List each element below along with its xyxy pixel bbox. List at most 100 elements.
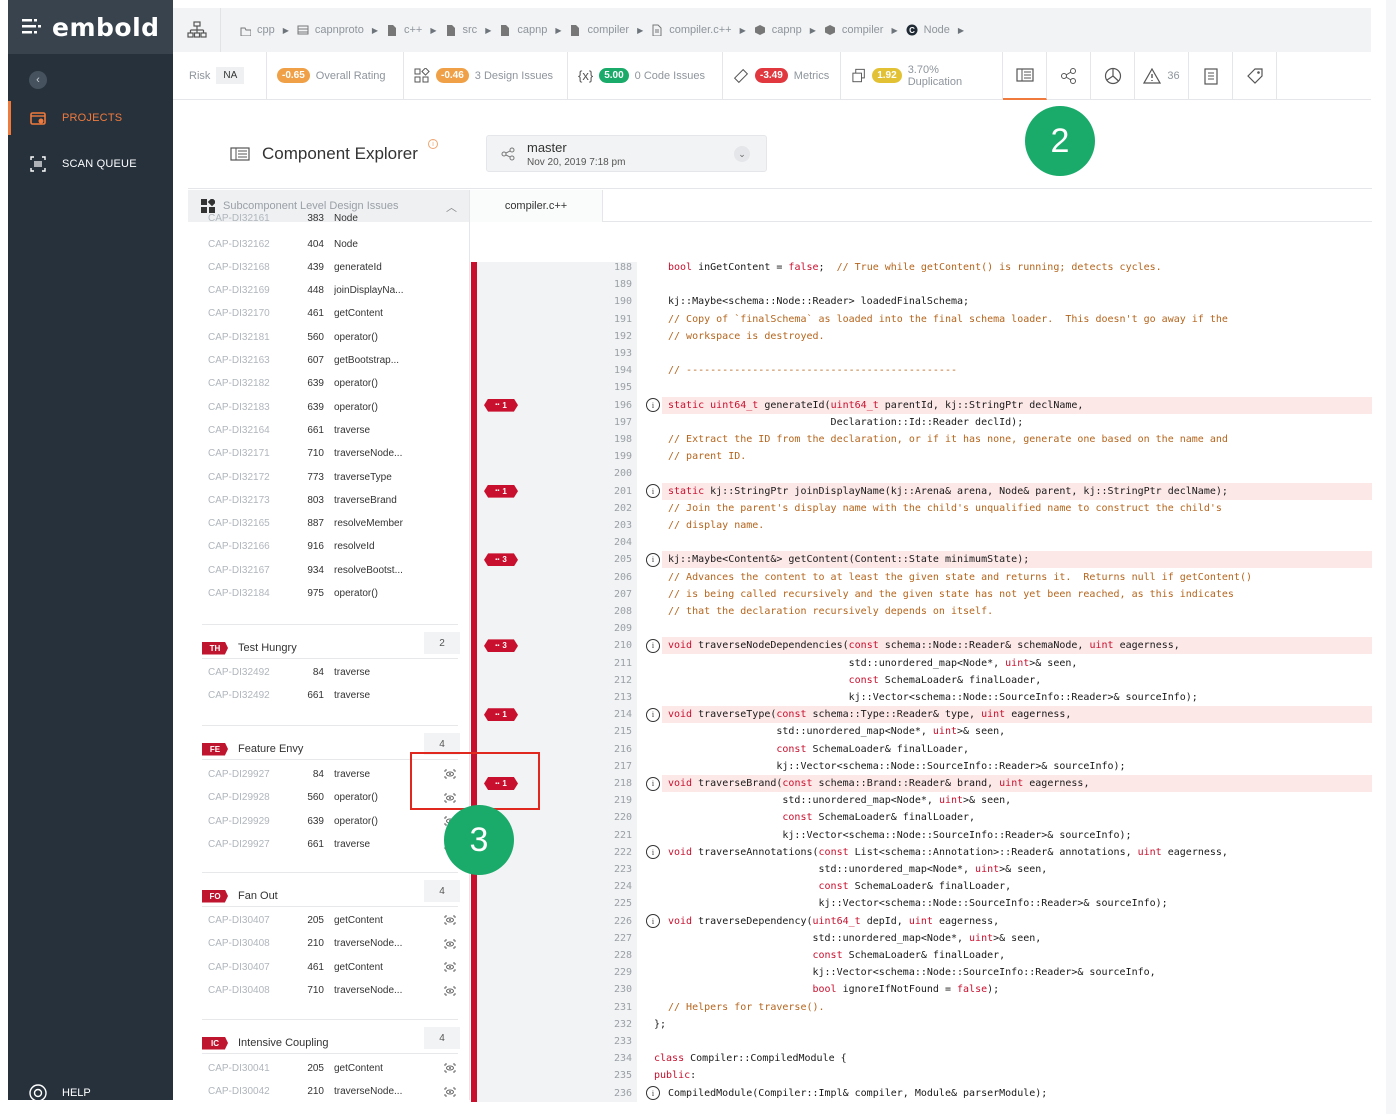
report-tool[interactable]: [1189, 51, 1233, 100]
code-line[interactable]: 194// ----------------------------------…: [470, 362, 1372, 379]
view-icon[interactable]: [444, 793, 456, 803]
code-line[interactable]: 193: [470, 345, 1372, 362]
code-line[interactable]: 192// workspace is destroyed.: [470, 328, 1372, 345]
duplication-cell[interactable]: 1.92 3.70% Duplication: [841, 51, 1003, 100]
issue-marker[interactable]: ▪▪3: [484, 553, 518, 567]
code-line[interactable]: 191// Copy of `finalSchema` as loaded in…: [470, 311, 1372, 328]
code-line[interactable]: 197 Declaration::Id::Reader declId);: [470, 414, 1372, 431]
breadcrumb-item[interactable]: compiler: [569, 24, 629, 36]
code-line[interactable]: 219 std::unordered_map<Node*, uint>& see…: [470, 792, 1372, 809]
collapse-sidebar-button[interactable]: ‹: [29, 71, 47, 89]
branch-selector[interactable]: master Nov 20, 2019 7:18 pm ⌄: [486, 135, 767, 172]
code-line[interactable]: 206// Advances the content to at least t…: [470, 569, 1372, 586]
view-icon[interactable]: [444, 1087, 456, 1097]
chevron-down-icon[interactable]: ⌄: [734, 146, 750, 162]
code-line[interactable]: 204: [470, 534, 1372, 551]
code-line[interactable]: 207// is being called recursively and th…: [470, 586, 1372, 603]
brand-logo[interactable]: embold: [8, 0, 173, 54]
hierarchy-button[interactable]: [173, 8, 221, 52]
info-icon[interactable]: i: [646, 914, 660, 929]
code-line[interactable]: 233: [470, 1033, 1372, 1050]
code-line[interactable]: 230 bool ignoreIfNotFound = false);: [470, 981, 1372, 998]
info-icon[interactable]: i: [428, 139, 438, 149]
chevron-up-icon[interactable]: ︿: [446, 202, 457, 214]
design-issues-cell[interactable]: -0.46 3 Design Issues: [404, 51, 568, 100]
view-icon[interactable]: [444, 939, 456, 949]
code-line[interactable]: 212 const SchemaLoader& finalLoader,: [470, 672, 1372, 689]
issue-marker[interactable]: ▪▪1: [484, 708, 518, 722]
code-line[interactable]: 227 std::unordered_map<Node*, uint>& see…: [470, 930, 1372, 947]
tab-compiler-cpp[interactable]: compiler.c++: [470, 190, 603, 222]
code-line[interactable]: 198// Extract the ID from the declaratio…: [470, 431, 1372, 448]
breadcrumb-item[interactable]: capnp: [499, 24, 547, 36]
issue-marker[interactable]: ▪▪1: [484, 777, 518, 790]
metrics-cell[interactable]: -3.49 Metrics: [723, 51, 841, 100]
sidebar-item-scan-queue[interactable]: SCAN QUEUE: [8, 147, 173, 181]
view-icon[interactable]: [444, 962, 456, 972]
view-icon[interactable]: [444, 1063, 456, 1073]
code-line[interactable]: 228 const SchemaLoader& finalLoader,: [470, 947, 1372, 964]
dependency-graph-tool[interactable]: [1047, 51, 1091, 100]
issue-marker[interactable]: ▪▪1: [484, 484, 518, 498]
info-icon[interactable]: i: [646, 552, 660, 567]
code-line[interactable]: 202// Join the parent's display name wit…: [470, 500, 1372, 517]
tags-tool[interactable]: [1233, 51, 1277, 100]
info-icon[interactable]: i: [646, 484, 660, 499]
info-icon[interactable]: i: [646, 707, 660, 722]
info-icon[interactable]: i: [646, 398, 660, 413]
view-icon[interactable]: [444, 915, 456, 925]
pie-chart-tool[interactable]: [1091, 51, 1135, 100]
issue-marker[interactable]: ▪▪3: [484, 639, 518, 653]
code-line[interactable]: 220 const SchemaLoader& finalLoader,: [470, 809, 1372, 826]
warnings-tool[interactable]: 36: [1135, 51, 1189, 100]
code-line[interactable]: 231// Helpers for traverse().: [470, 999, 1372, 1016]
code-line[interactable]: 229 kj::Vector<schema::Node::SourceInfo:…: [470, 964, 1372, 981]
info-icon[interactable]: i: [646, 776, 660, 791]
code-line[interactable]: 211 std::unordered_map<Node*, uint>& see…: [470, 655, 1372, 672]
code-line[interactable]: 213 kj::Vector<schema::Node::SourceInfo:…: [470, 689, 1372, 706]
code-line[interactable]: 216 const SchemaLoader& finalLoader,: [470, 741, 1372, 758]
code-line[interactable]: 232};: [470, 1016, 1372, 1033]
code-line[interactable]: 203// display name.: [470, 517, 1372, 534]
info-icon[interactable]: i: [646, 845, 660, 860]
code-line[interactable]: 199// parent ID.: [470, 448, 1372, 465]
code-line[interactable]: 195: [470, 379, 1372, 396]
view-icon[interactable]: [444, 986, 456, 996]
